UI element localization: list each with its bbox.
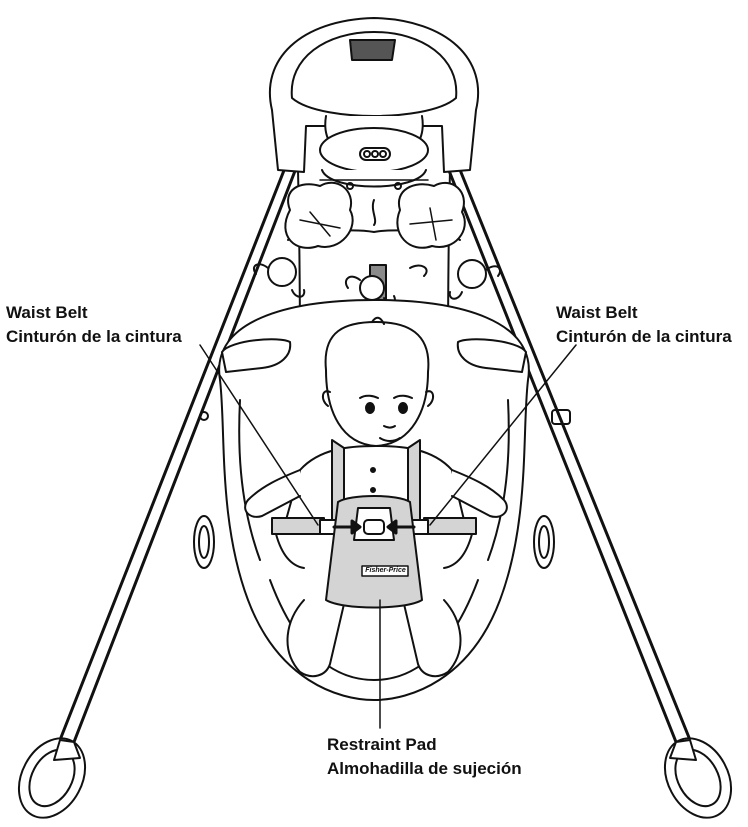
waist-belt-left-en: Waist Belt bbox=[6, 301, 182, 325]
brand-logo: Fisher-Price bbox=[363, 565, 408, 576]
mobile-toys bbox=[254, 183, 500, 318]
restraint-pad bbox=[326, 496, 422, 608]
waist-belt-right-label: Waist Belt Cinturón de la cintura bbox=[556, 301, 732, 349]
left-foot bbox=[6, 727, 98, 822]
restraint-pad-en: Restraint Pad bbox=[327, 733, 522, 757]
motor-housing bbox=[270, 18, 478, 189]
restraint-pad-label: Restraint Pad Almohadilla de sujeción bbox=[327, 733, 522, 781]
waist-belt-right-en: Waist Belt bbox=[556, 301, 732, 325]
right-foot bbox=[652, 727, 744, 822]
waist-belt-left-label: Waist Belt Cinturón de la cintura bbox=[6, 301, 182, 349]
waist-belt-right-es: Cinturón de la cintura bbox=[556, 325, 732, 349]
waist-belt-left-es: Cinturón de la cintura bbox=[6, 325, 182, 349]
restraint-pad-es: Almohadilla de sujeción bbox=[327, 757, 522, 781]
